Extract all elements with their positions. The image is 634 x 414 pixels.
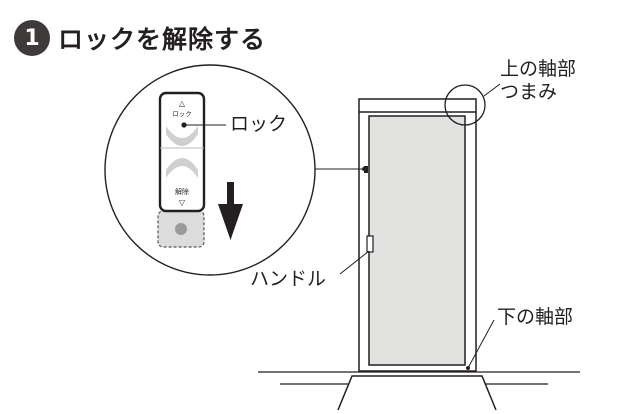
door-lock-knob [364, 166, 368, 173]
handle-leader [339, 250, 370, 275]
upper-pivot-callout-circle [444, 84, 486, 126]
door [358, 98, 477, 372]
lock-slider-groove-bottom [166, 158, 198, 178]
upper-pivot-label-line2: つまみ [500, 80, 558, 103]
door-step [337, 375, 497, 411]
knob-top-text: ロック [172, 110, 192, 118]
knob-bottom-marker: ▽ [179, 198, 186, 207]
upper-pivot-leader [483, 83, 501, 97]
handle-label: ハンドル [250, 268, 327, 290]
lock-slider-groove-top [166, 126, 198, 146]
door-handle [366, 235, 374, 253]
knob-bottom-text: 解除 [175, 187, 189, 196]
lower-pivot-leader [467, 319, 495, 369]
upper-pivot-label-line1: 上の軸部 [500, 58, 577, 80]
step-number-badge: 1 [14, 20, 50, 56]
lock-label: ロック [230, 113, 288, 135]
step-heading: 1 ロックを解除する [14, 18, 266, 58]
lock-slider-indicator [175, 223, 187, 235]
step-title: ロックを解除する [58, 25, 267, 54]
lower-pivot-label: 下の軸部 [497, 306, 574, 328]
down-arrow-icon [218, 182, 243, 240]
knob-top-marker: △ [179, 99, 186, 108]
lower-pivot-dot [466, 366, 470, 370]
upper-pivot-label: 上の軸部 つまみ [500, 58, 576, 104]
zoom-connector-dot [362, 167, 366, 171]
zoom-circle [104, 64, 316, 276]
lock-zoom-detail: △ ロック 解除 ▽ [104, 64, 316, 276]
lock-slider-body [158, 91, 206, 213]
